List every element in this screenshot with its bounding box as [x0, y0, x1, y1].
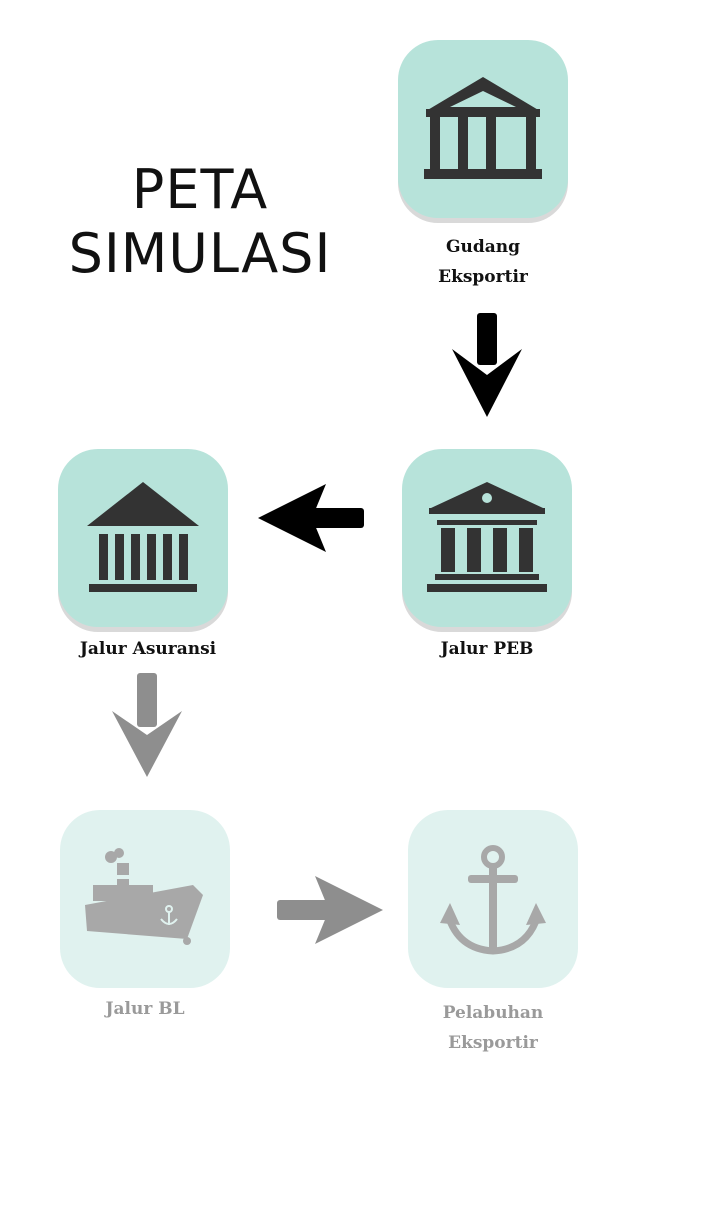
node-jalur-bl[interactable]	[60, 810, 230, 988]
node-jalur-asuransi[interactable]	[58, 449, 228, 627]
bank-building-icon	[87, 482, 199, 592]
node-jalur-peb[interactable]	[402, 449, 572, 627]
anchor-icon	[440, 845, 546, 955]
title-line-2: SIMULASI	[68, 222, 332, 285]
label-gudang-eksportir: Gudang Eksportir	[438, 237, 528, 287]
label-jalur-asuransi: Jalur Asuransi	[79, 639, 217, 659]
bank-building-icon	[424, 77, 542, 179]
label-jalur-peb: Jalur PEB	[440, 639, 534, 659]
bank-building-icon	[427, 482, 547, 592]
arrow-down-icon	[452, 313, 522, 417]
arrow-down-icon	[112, 673, 182, 777]
label-pelabuhan-eksportir: Pelabuhan Eksportir	[442, 1003, 544, 1053]
title-line-1: PETA	[131, 158, 269, 221]
label-jalur-bl: Jalur BL	[105, 999, 185, 1019]
ship-icon	[85, 848, 203, 945]
map-title: PETA SIMULASI	[50, 158, 350, 286]
arrow-left-icon	[258, 484, 364, 552]
node-gudang-eksportir[interactable]	[398, 40, 568, 218]
node-pelabuhan-eksportir[interactable]	[408, 810, 578, 988]
arrow-right-icon	[277, 876, 383, 944]
